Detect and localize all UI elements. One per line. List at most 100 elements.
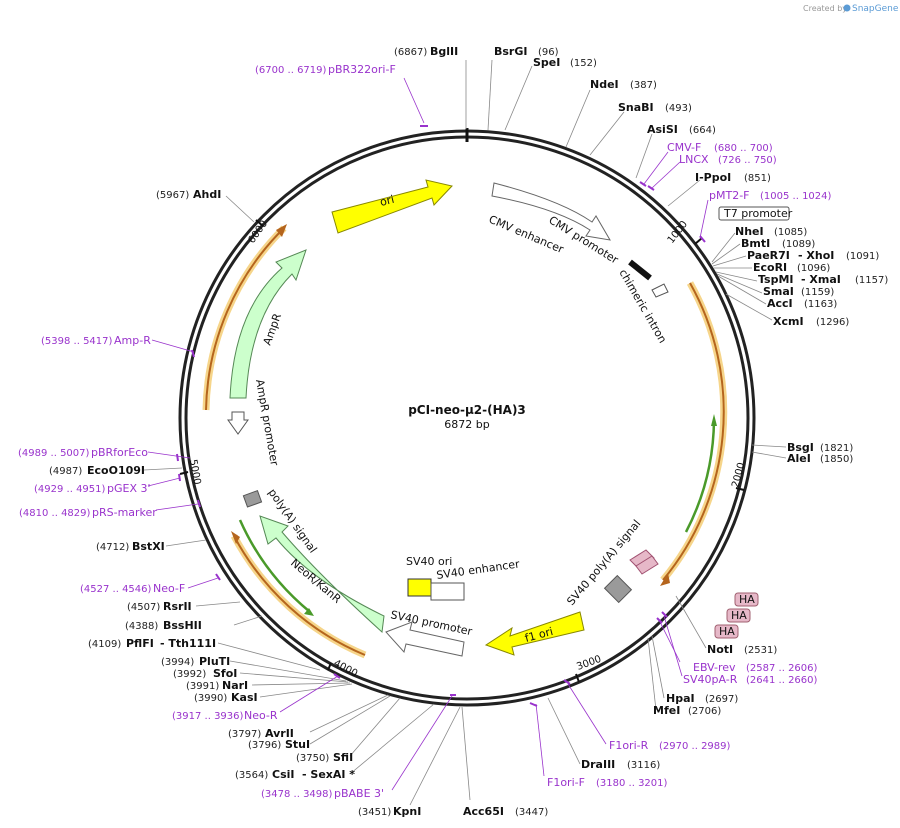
site-name-xcmi: XcmI — [773, 315, 804, 328]
feature-f1-ori[interactable]: f1 ori — [484, 611, 585, 656]
leader-paer7i — [712, 255, 747, 267]
primer-name-sv40pa-r: SV40pA-R — [683, 673, 738, 686]
primer-name-prs-marker: pRS-marker — [92, 506, 157, 519]
site-name-tspmi: TspMI — [758, 273, 794, 286]
primer-name-pmt2-f: pMT2-F — [709, 189, 750, 202]
intron-bar-icon — [628, 259, 652, 281]
site-coord-nhei: (1085) — [774, 227, 807, 238]
site-coord-ecori: (1096) — [797, 263, 830, 274]
feature-label-chimeric-intron: chimeric intron — [616, 267, 669, 345]
primer-range-pbabe: (3478 .. 3498) — [261, 789, 333, 800]
site-coord-bstxi: (4712) — [96, 542, 129, 553]
primer-name-pgex: pGEX 3' — [107, 482, 151, 495]
site-coord-smai: (1159) — [801, 287, 834, 298]
leader-mfei — [647, 637, 657, 711]
leader-ippoi — [667, 179, 701, 207]
site-coord-tspmi: (1157) — [855, 275, 888, 286]
primer-name-f1ori-r: F1ori-R — [609, 739, 649, 752]
feature-polya-signal[interactable]: poly(A) signal — [242, 486, 319, 556]
primer-range-pbrforeco: (4989 .. 5007) — [18, 448, 90, 459]
primer-range-ebv-rev: (2587 .. 2606) — [746, 663, 818, 674]
primer-name-cmv-f: CMV-F — [667, 141, 701, 154]
site-alt-sexai: - SexAI * — [302, 768, 355, 781]
credit-prefix: Created by — [803, 4, 847, 13]
site-coord-bsshii: (4388) — [125, 621, 158, 632]
plasmid-length: 6872 bp — [444, 418, 489, 431]
feature-label-sv40-ori: SV40 ori — [406, 555, 452, 568]
t7-box — [718, 206, 790, 221]
ha-label-3: HA — [719, 625, 735, 638]
site-coord-acci: (1163) — [804, 299, 837, 310]
site-coord-mfei: (2706) — [688, 706, 721, 717]
site-coord-ippoi: (851) — [744, 173, 771, 184]
leader-prs-marker — [155, 503, 199, 511]
mark-amp-r — [191, 349, 195, 358]
feature-chimeric-intron[interactable]: chimeric intron — [616, 259, 669, 345]
site-name-acc65i: Acc65I — [463, 805, 504, 818]
ring-tick-1000 — [694, 237, 703, 245]
snapgene-logo-icon — [843, 4, 851, 12]
ring-tick-5000 — [179, 471, 189, 475]
leader-alei — [751, 451, 787, 459]
site-coord-csii: (3564) — [235, 770, 268, 781]
primer-range-pmt2-f: (1005 .. 1024) — [760, 191, 832, 202]
leader-sfoi — [239, 672, 349, 683]
orf-arc-2 — [233, 535, 366, 656]
primer-name-neo-f: Neo-F — [153, 582, 185, 595]
primer-range-pgex: (4929 .. 4951) — [34, 484, 106, 495]
leader-asisi — [635, 133, 653, 179]
leader-lncx — [651, 161, 681, 189]
feature-t7-promoter[interactable]: T7 promoter — [718, 206, 793, 221]
leader-hpai — [651, 635, 665, 699]
feature-ori[interactable]: ori — [331, 179, 453, 234]
site-name-sfii: SfiI — [333, 751, 353, 764]
neor-arrow-icon — [259, 515, 385, 634]
site-name-hpai: HpaI — [666, 692, 695, 705]
site-name-acci: AccI — [767, 297, 793, 310]
site-name-bsshii: BssHII — [163, 619, 202, 632]
primer-range-sv40pa-r: (2641 .. 2660) — [746, 675, 818, 686]
site-coord-alei: (1850) — [820, 454, 853, 465]
sv40-ori-box — [407, 578, 432, 597]
feature-sv40-ori-enhancer[interactable]: SV40 ori SV40 enhancer — [406, 555, 521, 601]
feature-sv40-promoter[interactable]: SV40 promoter — [385, 608, 474, 657]
leader-bmti — [711, 243, 741, 265]
feature-label-ori: ori — [379, 193, 396, 209]
leader-nhei — [711, 232, 736, 263]
leader-ebv-rev — [659, 621, 681, 663]
feature-sv40-polya[interactable]: SV40 poly(A) signal — [564, 517, 659, 608]
leader-f1ori-r — [567, 683, 607, 745]
feature-cmv[interactable]: CMV enhancer CMV promoter — [487, 182, 621, 267]
leader-draiii — [547, 697, 581, 765]
ha-label-1: HA — [739, 593, 755, 606]
mark-neo-r — [333, 673, 341, 679]
leader-pluti — [229, 660, 347, 682]
leader-noti — [675, 595, 707, 649]
site-coord-paer7i: (1091) — [846, 251, 879, 262]
ring-tick-4000 — [327, 662, 332, 671]
site-coord-sfoi: (3992) — [173, 669, 206, 680]
primer-range-f1ori-f: (3180 .. 3201) — [596, 778, 668, 789]
primer-name-pbrforeco: pBRforEco — [91, 446, 148, 459]
primer-range-cmv-f: (680 .. 700) — [714, 143, 773, 154]
ha-tags[interactable]: HA HA HA — [714, 592, 759, 639]
site-name-ecoo109i: EcoO109I — [87, 464, 145, 477]
leader-pbr322ori-f — [403, 77, 425, 124]
leader-rsrii — [195, 601, 241, 607]
leader-xcmi — [725, 293, 773, 321]
feature-ampr[interactable]: AmpR — [229, 249, 307, 399]
site-coord-kpni: (3451) — [358, 807, 391, 818]
site-name-draiii: DraIII — [581, 758, 615, 771]
primer-name-ebv-rev: EBV-rev — [693, 661, 736, 674]
ampr-arrow-icon — [229, 249, 307, 399]
site-coord-hpai: (2697) — [705, 694, 738, 705]
leader-avrii — [309, 694, 389, 733]
feature-neor-kanr[interactable]: NeoR/KanR — [259, 515, 385, 634]
site-name-ippoi: I-PpoI — [695, 171, 731, 184]
leader-csii — [349, 703, 435, 775]
site-name-sfoi: SfoI — [213, 667, 237, 680]
mark-neo-f — [215, 573, 221, 581]
mark-cmv-f — [639, 181, 647, 187]
primer-marks — [176, 125, 706, 707]
ha-tag-2 — [726, 608, 751, 623]
